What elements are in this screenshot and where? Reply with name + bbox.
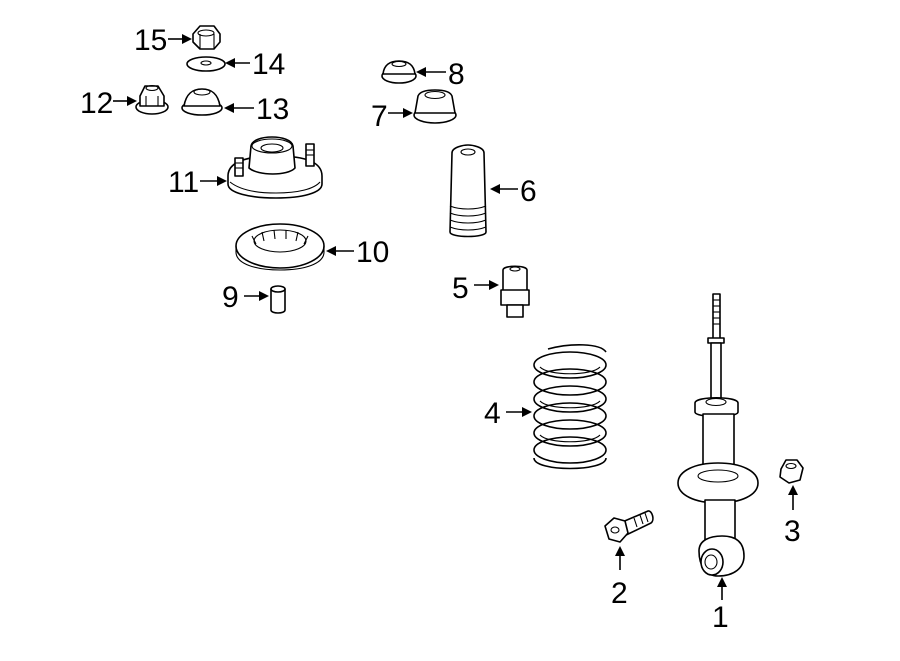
part-12-flange-nut xyxy=(135,84,169,115)
callout-label-6: 6 xyxy=(520,175,537,208)
callout-label-14: 14 xyxy=(252,48,285,81)
callout-13: 13 xyxy=(224,93,289,126)
part-10-spring-insulator xyxy=(235,223,325,271)
part-8-upper-cap xyxy=(381,60,417,84)
part-9-pin xyxy=(270,285,286,314)
callout-label-11: 11 xyxy=(168,166,199,199)
part-14-washer xyxy=(186,56,226,72)
callout-label-3: 3 xyxy=(784,515,801,548)
callout-5: 5 xyxy=(452,272,499,305)
callout-label-4: 4 xyxy=(484,397,501,430)
callout-12: 12 xyxy=(80,87,137,120)
callout-label-13: 13 xyxy=(256,93,289,126)
part-13-bushing xyxy=(181,88,223,116)
callout-label-9: 9 xyxy=(222,281,239,314)
callout-9: 9 xyxy=(222,281,269,314)
callout-6: 6 xyxy=(490,175,537,208)
callout-2: 2 xyxy=(611,546,628,610)
part-11-upper-mount xyxy=(227,136,323,199)
part-6-dust-boot xyxy=(449,144,487,238)
callout-11: 11 xyxy=(168,166,227,199)
part-15-hex-nut xyxy=(192,25,221,50)
part-3-nut xyxy=(779,459,804,484)
callout-1: 1 xyxy=(712,577,729,634)
callout-15: 15 xyxy=(134,24,192,57)
callout-label-10: 10 xyxy=(356,236,389,269)
callout-10: 10 xyxy=(326,236,389,269)
part-2-bolt xyxy=(604,510,654,543)
callout-label-2: 2 xyxy=(611,577,628,610)
callout-7: 7 xyxy=(371,100,413,133)
callout-label-15: 15 xyxy=(134,24,167,57)
callout-label-7: 7 xyxy=(371,100,388,133)
part-7-mount-cap xyxy=(413,89,457,124)
part-4-coil-spring xyxy=(533,344,607,470)
part-1-shock-absorber xyxy=(677,293,759,577)
callout-label-5: 5 xyxy=(452,272,469,305)
callout-label-12: 12 xyxy=(80,87,113,120)
callout-3: 3 xyxy=(784,485,801,548)
part-5-bump-stop xyxy=(500,265,530,318)
callout-8: 8 xyxy=(416,58,465,91)
callout-label-1: 1 xyxy=(712,601,729,634)
callout-14: 14 xyxy=(225,48,285,81)
callout-label-8: 8 xyxy=(448,58,465,91)
callout-4: 4 xyxy=(484,397,532,430)
